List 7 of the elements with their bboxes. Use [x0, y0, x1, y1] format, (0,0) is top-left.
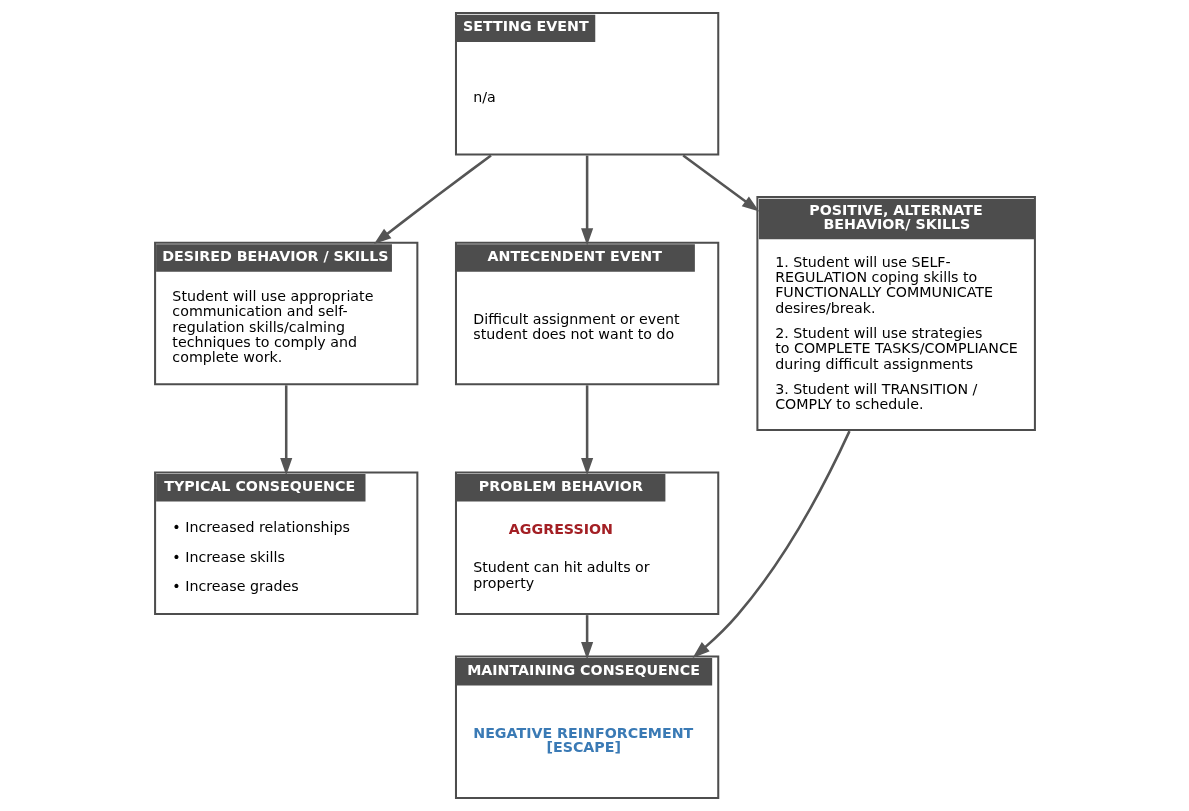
arrow: [580, 155, 593, 246]
arrow: [373, 154, 492, 245]
arrow: [681, 154, 759, 212]
arrow: [692, 430, 851, 658]
arrow: [580, 385, 593, 476]
arrow: [580, 615, 593, 660]
arrow: [279, 385, 292, 476]
